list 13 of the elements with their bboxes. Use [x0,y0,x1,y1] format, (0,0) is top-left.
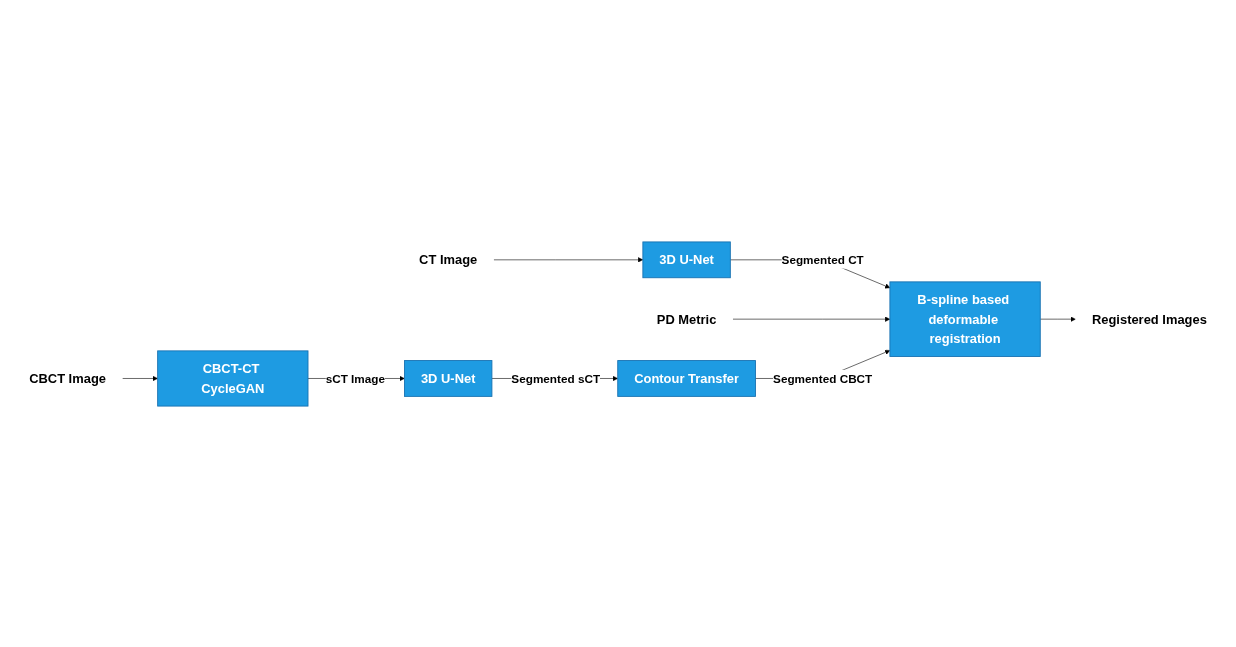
node-box: 3D U-Net [404,359,493,397]
edge-label: sCT Image [325,371,386,385]
node-box: Contour Transfer [617,359,756,397]
edge-label: Segmented CT [781,252,864,266]
node-text: Registered Images [1091,311,1207,326]
node-box: 3D U-Net [642,241,731,278]
node-text: CBCT Image [29,370,106,386]
node-box: B-spline based deformable registration [889,280,1041,357]
node-text: CT Image [419,251,478,267]
edge-label: Segmented CBCT [773,371,873,385]
edge-label: Segmented sCT [511,371,601,385]
node-text: PD Metric [656,311,717,326]
node-box: CBCT-CT CycleGAN [157,349,309,406]
